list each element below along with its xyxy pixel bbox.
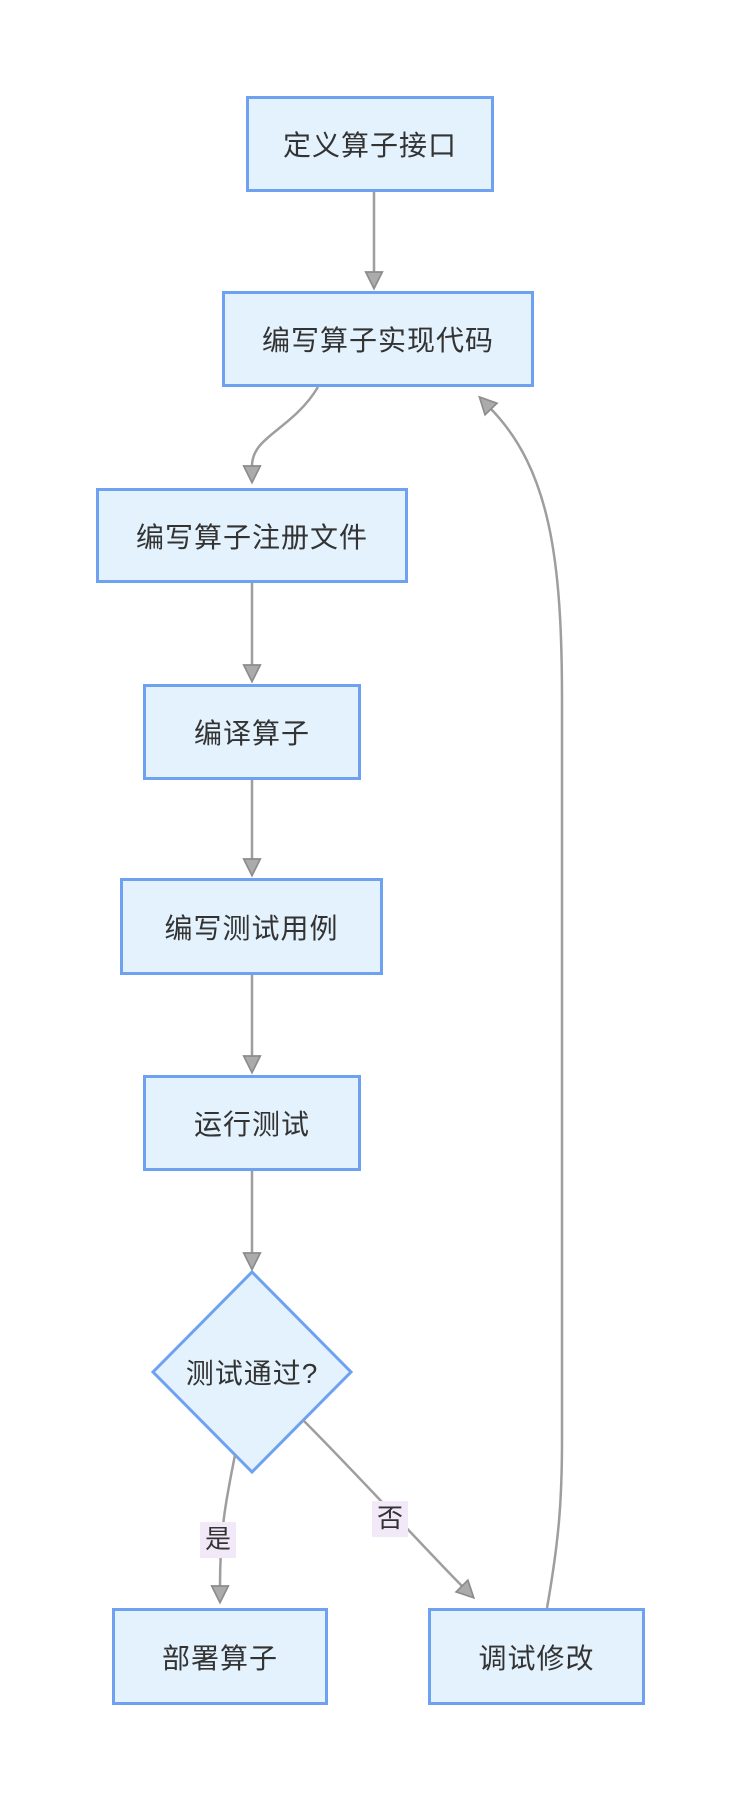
node-run-tests: 运行测试	[143, 1075, 361, 1171]
node-label: 编写算子实现代码	[261, 325, 494, 356]
node-write-registration: 编写算子注册文件	[96, 488, 408, 583]
edge-decision-to-deploy-yes	[220, 1454, 237, 1586]
node-debug-modify: 调试修改	[428, 1608, 645, 1705]
node-write-test-cases: 编写测试用例	[120, 878, 383, 975]
node-label: 运行测试	[193, 1109, 310, 1140]
node-deploy-operator: 部署算子	[112, 1608, 328, 1705]
edge-label-yes: 是	[199, 1522, 237, 1558]
node-write-impl-code: 编写算子实现代码	[222, 291, 534, 387]
node-label: 定义算子接口	[282, 130, 457, 161]
node-label: 编写测试用例	[164, 912, 339, 944]
node-define-interface: 定义算子接口	[246, 96, 494, 192]
decision-diamond	[150, 1269, 354, 1475]
node-compile-operator: 编译算子	[143, 684, 361, 780]
edge-debug-back-to-impl	[491, 409, 564, 1609]
node-label: 部署算子	[161, 1642, 278, 1674]
node-label: 编写算子注册文件	[135, 521, 368, 553]
edge-label-no: 否	[371, 1501, 409, 1537]
node-label: 调试修改	[478, 1642, 595, 1674]
edge-impl-to-registration	[252, 386, 320, 466]
node-tests-pass-label: 测试通过?	[185, 1358, 319, 1389]
node-label: 编译算子	[193, 718, 310, 749]
